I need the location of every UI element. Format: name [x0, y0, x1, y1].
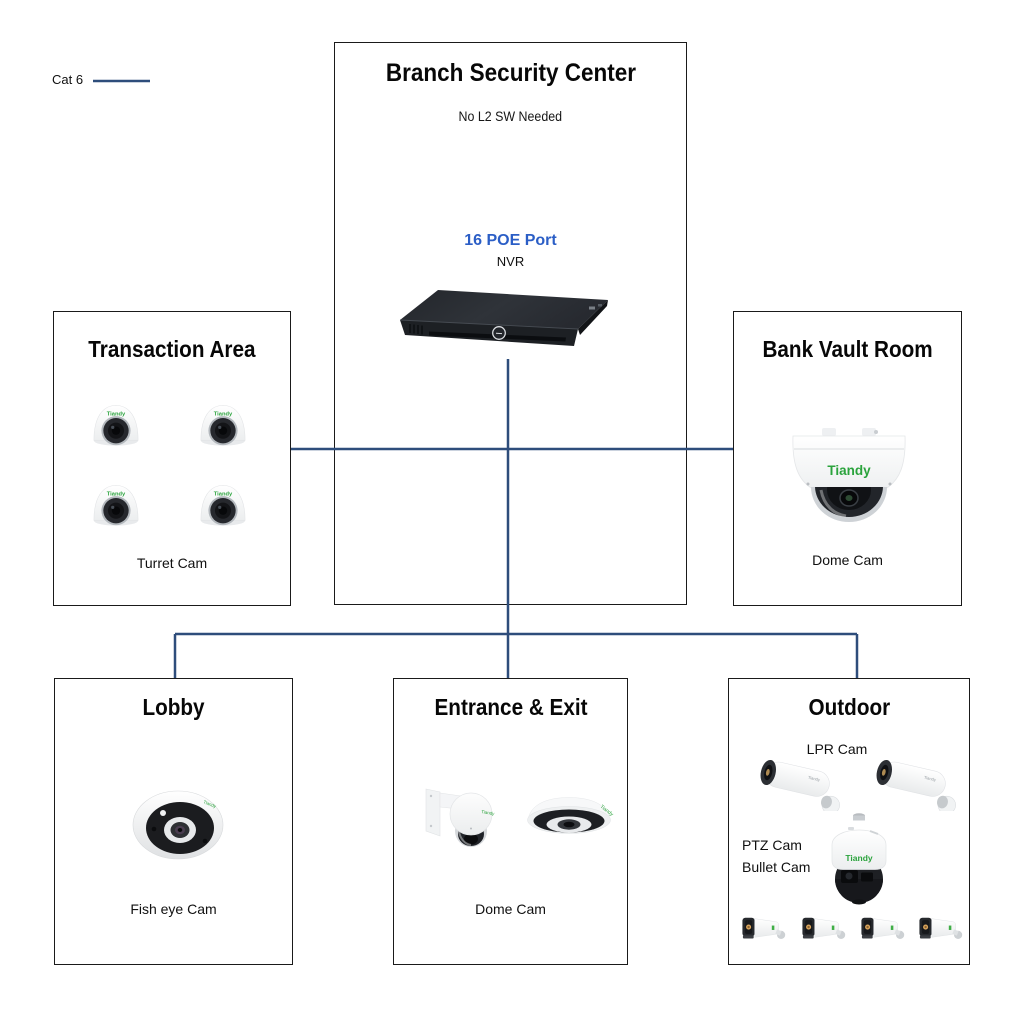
node-title: Lobby — [55, 694, 292, 721]
bullet-camera-image — [799, 913, 846, 943]
wall-dome-camera-image: Tiandy — [425, 788, 496, 847]
camera-type-label: Dome Cam — [812, 552, 883, 568]
bullet-camera-image — [739, 913, 786, 943]
nvr-device-image — [399, 290, 608, 346]
tiandy-logo-text: Tiandy — [845, 853, 873, 863]
lpr-bullet-camera-image — [867, 756, 962, 811]
node-title-text: Outdoor — [808, 694, 890, 720]
nvr-device-label: NVR — [496, 254, 525, 269]
node-outdoor: Outdoor LPR Cam PTZ Cam Bullet Cam Tiand… — [728, 678, 970, 965]
node-transaction-area: Transaction Area Turret Cam — [53, 311, 291, 606]
turret-camera-image — [194, 399, 252, 447]
flat-dome-camera-image: Tiandy — [527, 797, 614, 834]
node-entrance-exit: Entrance & Exit Tiandy Tiandy Dome Cam — [393, 678, 628, 965]
bullet-camera-image — [858, 913, 905, 943]
turret-camera-image — [194, 479, 252, 527]
tiandy-logo-text: Tiandy — [203, 799, 218, 809]
tiandy-logo-text: Tiandy — [481, 809, 496, 816]
dome-camera-image: Tiandy — [792, 428, 906, 522]
lpr-camera-label: LPR Cam — [806, 741, 868, 757]
node-subtitle: No L2 SW Needed — [335, 109, 686, 124]
node-title: Outdoor — [729, 694, 969, 721]
fisheye-camera-image: Tiandy — [132, 790, 224, 860]
node-lobby: Lobby Tiandy Fish eye Cam — [54, 678, 293, 965]
camera-type-label: Dome Cam — [475, 901, 546, 917]
node-title-text: Lobby — [142, 694, 205, 720]
node-title: Bank Vault Room — [734, 336, 961, 363]
camera-type-label: Fish eye Cam — [130, 901, 217, 917]
camera-type-label: Turret Cam — [136, 555, 208, 571]
poe-port-label: 16 POE Port — [464, 232, 557, 249]
node-title: Transaction Area — [54, 336, 290, 363]
node-title-text: Branch Security Center — [385, 59, 636, 87]
ptz-camera-label: PTZ Cam — [742, 837, 802, 853]
node-title-text: Bank Vault Room — [762, 336, 933, 362]
node-title: Branch Security Center — [335, 59, 686, 88]
node-branch-security-center: Branch Security Center No L2 SW Needed 1… — [334, 42, 687, 605]
turret-camera-image — [87, 399, 145, 447]
node-bank-vault-room: Bank Vault Room Tiandy Dome Cam — [733, 311, 962, 606]
node-title: Entrance & Exit — [394, 694, 627, 721]
turret-camera-image — [87, 479, 145, 527]
bullet-camera-label: Bullet Cam — [742, 859, 811, 875]
node-title-text: Transaction Area — [88, 336, 256, 362]
ptz-camera-image: Tiandy — [831, 813, 887, 905]
lpr-bullet-camera-image — [751, 756, 846, 811]
tiandy-logo-text: Tiandy — [827, 463, 871, 478]
bullet-camera-image — [916, 913, 963, 943]
node-title-text: Entrance & Exit — [434, 694, 587, 720]
cable-legend-label: Cat 6 — [52, 72, 84, 87]
node-subtitle-text: No L2 SW Needed — [458, 109, 563, 124]
